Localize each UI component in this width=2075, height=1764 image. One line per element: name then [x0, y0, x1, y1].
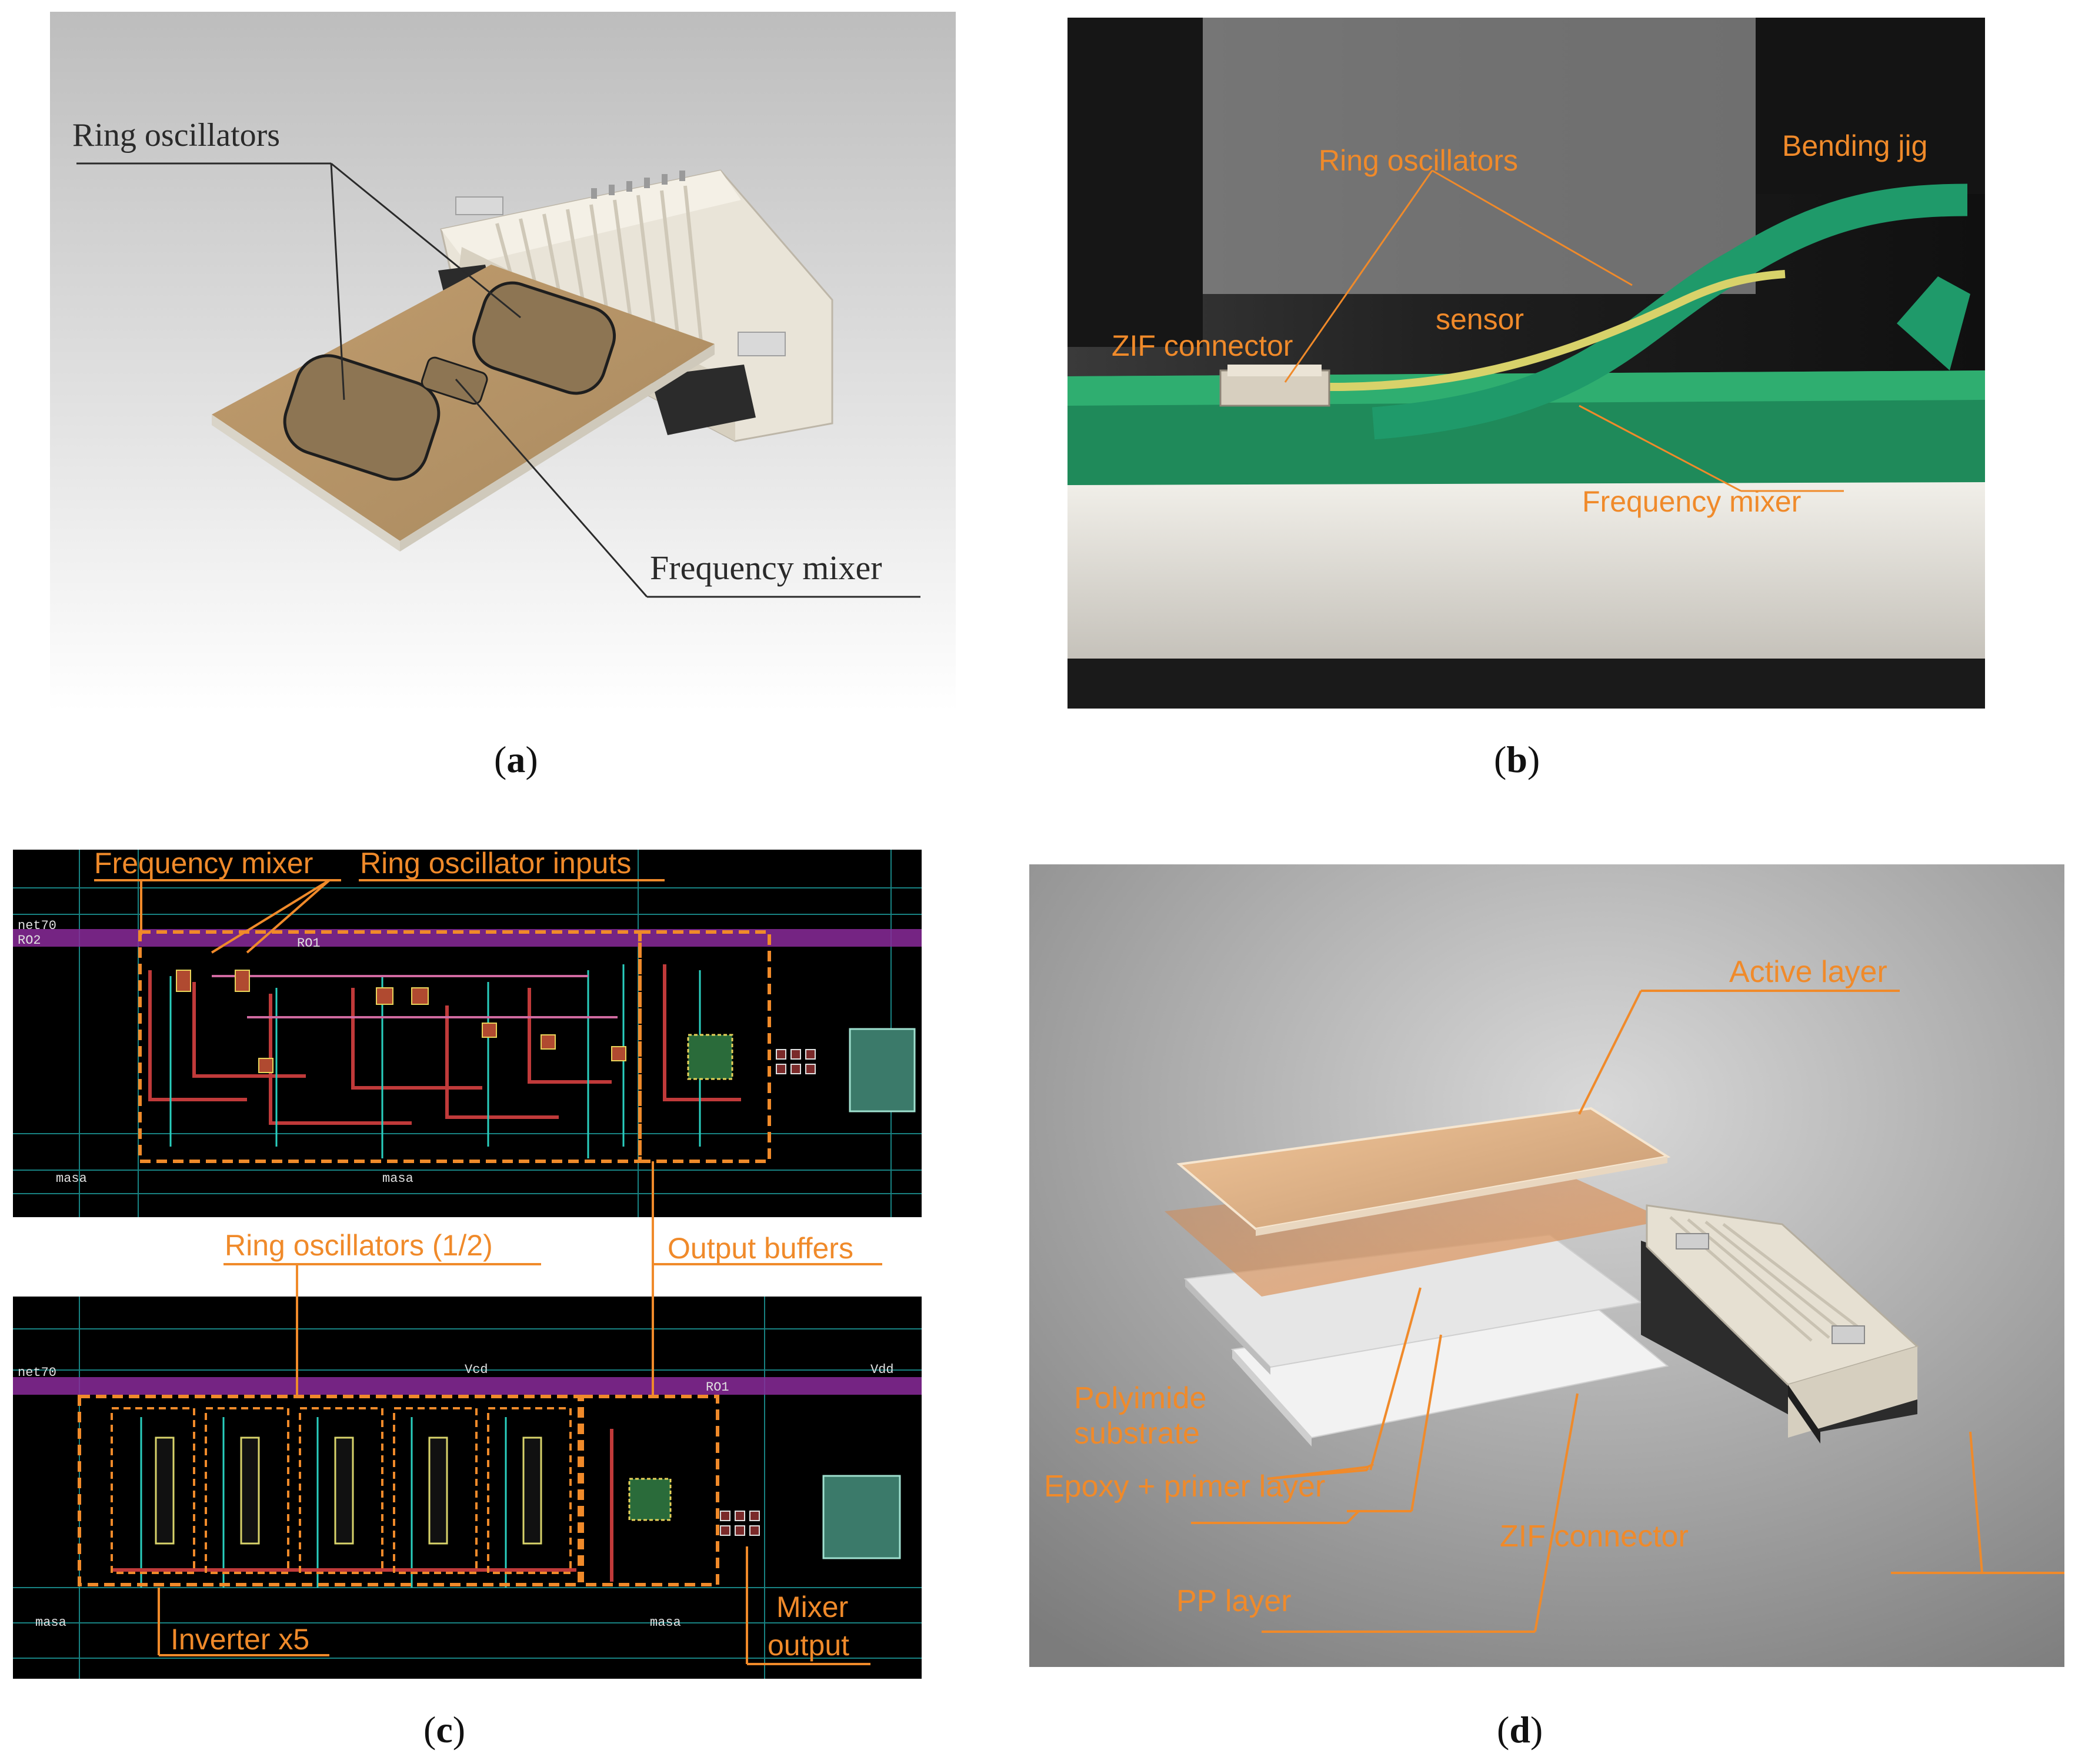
layout-tag-vcd: Vcd — [465, 1362, 488, 1377]
layout-tag-net70: net70 — [18, 918, 56, 933]
layout-tag-ro1-b: RO1 — [706, 1380, 729, 1395]
frequency-mixer-label-c: Frequency mixer — [94, 847, 313, 880]
panel-d: Active layer Polyimide substrate Epoxy +… — [1029, 864, 2064, 1667]
panel-b: Ring oscillators Bending jig ZIF connect… — [1067, 18, 1985, 709]
bending-jig-label-b: Bending jig — [1782, 129, 1927, 162]
output-buffers-label-c: Output buffers — [668, 1232, 853, 1265]
caption-d: (d) — [1497, 1709, 1543, 1750]
ring-oscillator-inputs-label-c: Ring oscillator inputs — [360, 847, 631, 880]
ring-oscillators-half-label-c: Ring oscillators (1/2) — [225, 1229, 493, 1262]
layout-tag-masa-b2: masa — [650, 1615, 681, 1630]
panel-b-photo: Ring oscillators Bending jig ZIF connect… — [1067, 18, 1985, 709]
panel-c-layout: net70 RO2 RO1 masa masa — [13, 847, 922, 1679]
panel-a-callout-lines — [76, 162, 920, 598]
ring-oscillators-label-a: Ring oscillators — [72, 117, 280, 153]
zif-connector-3d-d — [1641, 1204, 1919, 1444]
panel-a-render: Ring oscillators Frequency mixer — [50, 12, 956, 711]
panel-c-callout-lines — [94, 879, 882, 1665]
active-layer-label-d: Active layer — [1729, 955, 1887, 989]
panel-b-callout-lines — [1284, 169, 1844, 492]
layout-tag-ro1: RO1 — [297, 936, 321, 951]
sensor-label-b: sensor — [1436, 303, 1524, 336]
ring-oscillators-label-b: Ring oscillators — [1319, 144, 1518, 177]
zif-connector-label-b: ZIF connector — [1112, 329, 1293, 362]
inverter-x5-label-c: Inverter x5 — [171, 1623, 309, 1656]
flexible-substrate-3d — [212, 265, 715, 552]
panel-a: Ring oscillators Frequency mixer — [50, 12, 956, 711]
panel-c: net70 RO2 RO1 masa masa — [0, 841, 929, 1688]
caption-c: (c) — [423, 1709, 466, 1750]
panel-d-callout-lines — [1191, 990, 2064, 1633]
layout-tag-masa-b: masa — [35, 1615, 66, 1630]
panel-d-render: Active layer Polyimide substrate Epoxy +… — [1029, 864, 2064, 1667]
zif-connector-label-d: ZIF connector — [1500, 1519, 1689, 1553]
frequency-mixer-label-b: Frequency mixer — [1582, 485, 1801, 518]
mixer-output-label-c-line1: Mixer — [776, 1591, 848, 1623]
caption-a: (a) — [494, 739, 538, 780]
caption-b: (b) — [1494, 739, 1540, 780]
epoxy-primer-label-d: Epoxy + primer layer — [1044, 1469, 1325, 1504]
polyimide-label-d-line1: Polyimide — [1074, 1381, 1206, 1415]
layout-tag-vdd: Vdd — [870, 1362, 894, 1377]
layout-tag-net70-b: net70 — [18, 1365, 56, 1380]
layout-tag-masa-2: masa — [382, 1171, 413, 1186]
mixer-output-label-c-line2: output — [768, 1629, 849, 1662]
layout-bottom: net70 Vcd Vdd RO1 masa masa — [13, 1297, 922, 1679]
frequency-mixer-label-a: Frequency mixer — [650, 549, 882, 587]
polyimide-label-d-line2: substrate — [1074, 1416, 1200, 1451]
layout-tag-ro2: RO2 — [18, 933, 41, 948]
pp-layer-label-d: PP layer — [1176, 1584, 1292, 1618]
layout-top: net70 RO2 RO1 masa masa — [13, 850, 922, 1217]
layout-tag-masa: masa — [56, 1171, 87, 1186]
